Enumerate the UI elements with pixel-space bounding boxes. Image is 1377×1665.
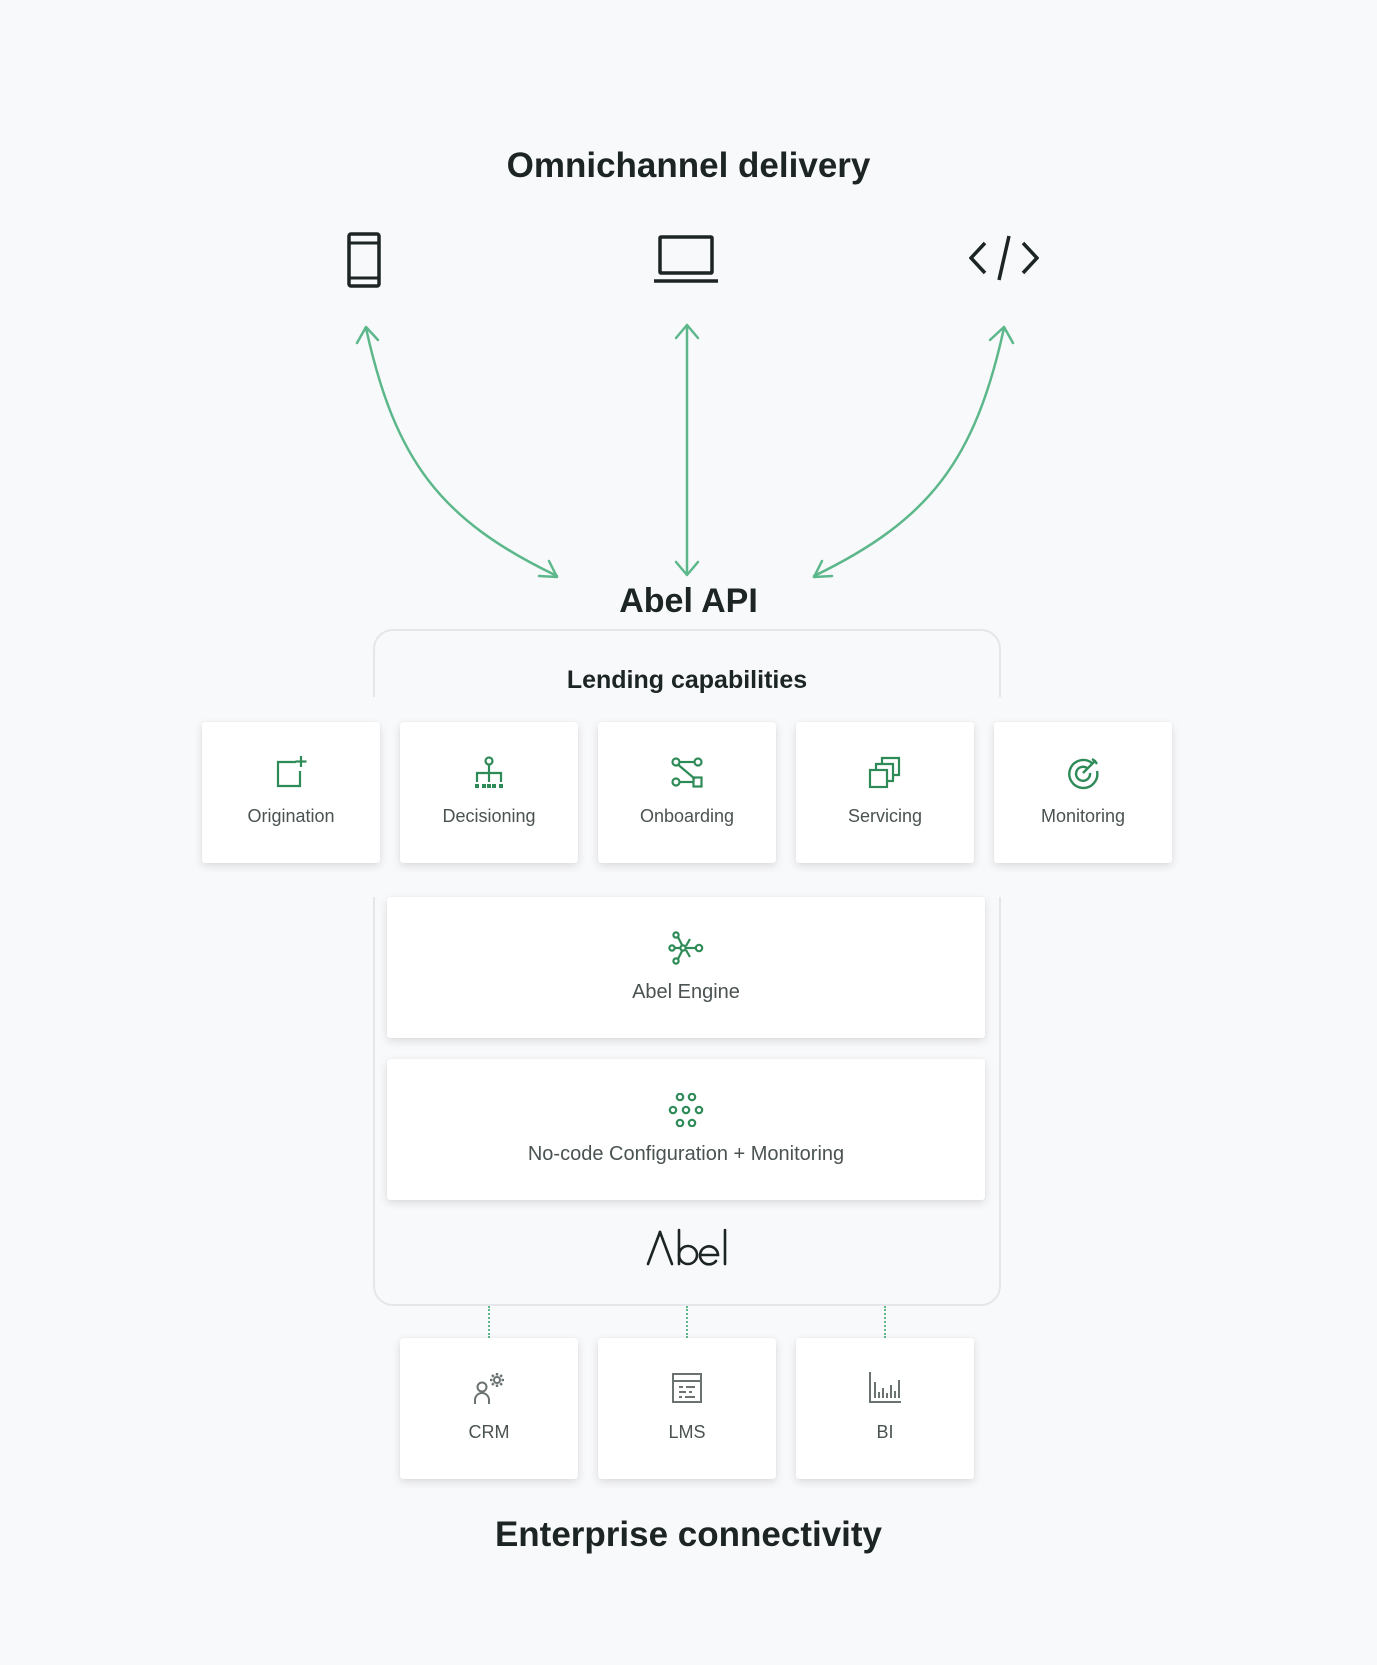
hierarchy-icon <box>400 756 578 790</box>
capability-card-onboarding[interactable]: Onboarding <box>598 722 776 863</box>
target-icon <box>994 756 1172 790</box>
abel-logo <box>373 1228 1001 1268</box>
integration-label: BI <box>876 1422 894 1442</box>
user-gear-icon <box>400 1372 578 1406</box>
arrow-code <box>812 326 1006 578</box>
enterprise-connectivity-heading: Enterprise connectivity <box>494 1515 883 1554</box>
dot-grid-icon <box>387 1093 985 1127</box>
connection-arrows <box>355 323 1015 579</box>
laptop-icon <box>654 235 718 290</box>
bar-chart-icon <box>796 1372 974 1404</box>
connector-lms <box>686 1306 688 1338</box>
capability-card-origination[interactable]: Origination <box>202 722 380 863</box>
abel-engine-card[interactable]: Abel Engine <box>387 897 985 1038</box>
capability-label: Onboarding <box>639 806 735 826</box>
capability-card-monitoring[interactable]: Monitoring <box>994 722 1172 863</box>
omnichannel-heading: Omnichannel delivery <box>506 146 871 185</box>
network-nodes-icon <box>387 931 985 965</box>
capability-label: Decisioning <box>442 806 536 826</box>
abel-api-heading: Abel API <box>619 582 758 620</box>
capability-card-decisioning[interactable]: Decisioning <box>400 722 578 863</box>
connector-bi <box>884 1306 886 1338</box>
calendar-table-icon <box>598 1372 776 1404</box>
stacked-windows-icon <box>796 756 974 790</box>
capability-label: Origination <box>247 806 335 826</box>
connector-crm <box>488 1306 490 1338</box>
no-code-config-label: No-code Configuration + Monitoring <box>527 1143 845 1165</box>
no-code-config-card[interactable]: No-code Configuration + Monitoring <box>387 1059 985 1200</box>
integration-card-bi[interactable]: BI <box>796 1338 974 1479</box>
arrow-mobile <box>364 326 559 578</box>
capability-label: Monitoring <box>1040 806 1126 826</box>
integration-label: CRM <box>468 1422 510 1442</box>
code-brackets-icon <box>968 235 1040 286</box>
abel-engine-label: Abel Engine <box>632 981 740 1003</box>
capability-card-servicing[interactable]: Servicing <box>796 722 974 863</box>
integration-label: LMS <box>668 1422 706 1442</box>
new-item-icon <box>202 756 380 788</box>
integration-card-lms[interactable]: LMS <box>598 1338 776 1479</box>
flow-icon <box>598 756 776 788</box>
capability-label: Servicing <box>847 806 923 826</box>
integration-card-crm[interactable]: CRM <box>400 1338 578 1479</box>
mobile-phone-icon <box>347 232 381 293</box>
lending-capabilities-title: Lending capabilities <box>566 666 808 694</box>
